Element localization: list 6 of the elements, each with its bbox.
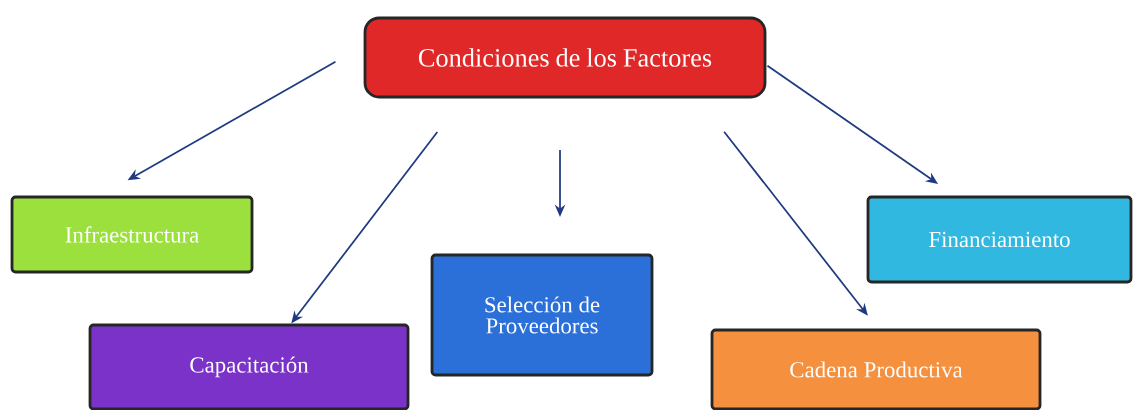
process-box: Selección de Proveedores [430, 253, 654, 377]
process-box: Condiciones de los Factores [363, 16, 767, 99]
process-box: Cadena Productiva [710, 328, 1042, 410]
process-box: Capacitación [88, 323, 410, 410]
process-box: Financiamiento [866, 195, 1133, 284]
process-box: Infraestructura [10, 195, 254, 274]
